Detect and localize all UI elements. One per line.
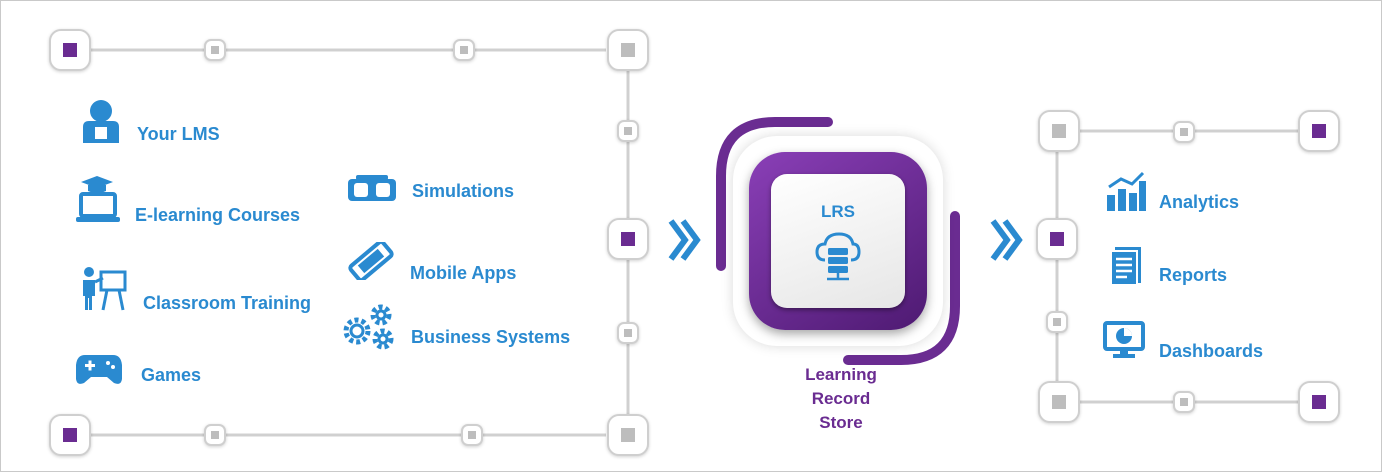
- lrs-hub: LRS: [713, 116, 963, 366]
- output-item: Analytics: [1105, 171, 1239, 213]
- source-item: Business Systems: [341, 303, 570, 351]
- chevron-right-icon: [668, 219, 701, 261]
- lrs-arc-decoration: [716, 117, 960, 365]
- grid-node-small: [1173, 121, 1195, 143]
- grid-node-small: [1046, 311, 1068, 333]
- vr-headset-icon: [346, 173, 398, 205]
- lrs-badge: LRS: [821, 202, 855, 221]
- grid-node-grey: [607, 414, 649, 456]
- source-label: Your LMS: [137, 123, 220, 144]
- grid-node-small: [461, 424, 483, 446]
- source-item: Your LMS: [79, 97, 220, 145]
- laptop-graduation-icon: [75, 174, 121, 224]
- grid-node-small: [204, 39, 226, 61]
- source-label: Classroom Training: [143, 293, 312, 313]
- document-icon: [1109, 245, 1143, 287]
- source-label: Simulations: [412, 180, 515, 201]
- source-item: Mobile Apps: [344, 237, 516, 284]
- grid-node-grey: [607, 29, 649, 71]
- source-item: Simulations: [346, 173, 514, 205]
- grid-node-small: [1173, 391, 1195, 413]
- grid-node-small: [617, 322, 639, 344]
- monitor-pie-icon: [1103, 320, 1145, 359]
- grid-node-purple: [1036, 218, 1078, 260]
- lrs-inner-tile: LRS: [771, 174, 905, 308]
- source-label: Business Systems: [411, 326, 571, 347]
- source-item: E-learning Courses: [75, 171, 300, 226]
- grid-node-small: [453, 39, 475, 61]
- output-label: Analytics: [1159, 191, 1240, 212]
- grid-node-small: [617, 120, 639, 142]
- lrs-caption-line: Learning: [805, 365, 877, 384]
- mobile-phone-icon: [344, 241, 398, 280]
- output-item: Reports: [1109, 245, 1227, 287]
- source-item: Games: [75, 351, 201, 387]
- gamepad-icon: [75, 351, 123, 387]
- grid-node-small: [204, 424, 226, 446]
- source-item: Classroom Training: [79, 263, 311, 314]
- output-label: Dashboards: [1159, 341, 1264, 361]
- output-label: Reports: [1159, 264, 1228, 285]
- cloud-server-icon: [815, 232, 861, 281]
- grid-node-grey: [1038, 110, 1080, 152]
- bar-chart-icon: [1105, 171, 1147, 213]
- lrs-caption-line: Record: [811, 389, 871, 408]
- gears-icon: [341, 303, 399, 351]
- source-label: E-learning Courses: [135, 205, 301, 225]
- presenter-icon: [79, 266, 129, 312]
- grid-node-purple: [1298, 381, 1340, 423]
- grid-node-purple: [49, 414, 91, 456]
- chevron-right-icon: [990, 219, 1023, 261]
- grid-node-purple: [1298, 110, 1340, 152]
- grid-node-grey: [1038, 381, 1080, 423]
- lrs-caption-line: Store: [819, 413, 863, 432]
- output-item: Dashboards: [1103, 317, 1263, 362]
- grid-node-purple: [49, 29, 91, 71]
- source-label: Mobile Apps: [410, 263, 517, 283]
- user-icon: [79, 97, 123, 145]
- grid-node-purple: [607, 218, 649, 260]
- lrs-caption: Learning Record Store: [781, 363, 901, 435]
- source-label: Games: [141, 364, 202, 385]
